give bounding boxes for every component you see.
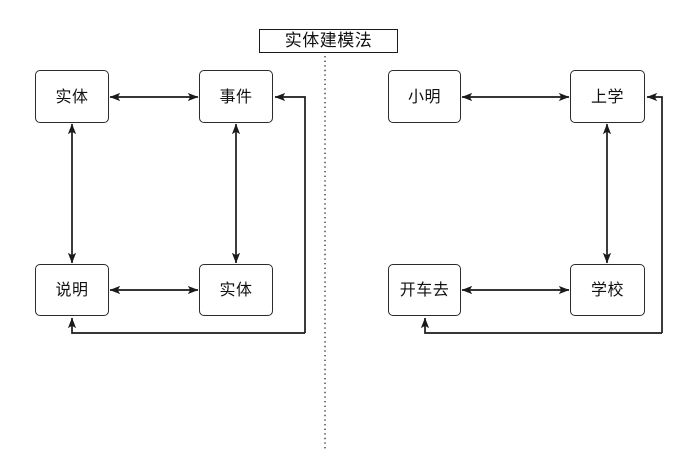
- node-right-bottom-left[interactable]: 开车去: [388, 264, 461, 316]
- diagram-title: 实体建模法: [259, 29, 398, 53]
- node-right-top-left[interactable]: 小明: [388, 70, 461, 123]
- node-right-bottom-right[interactable]: 学校: [570, 264, 645, 316]
- edge-right-return-loop: [420, 317, 662, 334]
- node-left-bottom-left[interactable]: 说明: [35, 264, 109, 316]
- edge-right-feedback-loop: [646, 92, 663, 333]
- node-left-top-right[interactable]: 事件: [199, 70, 273, 123]
- node-left-bottom-right[interactable]: 实体: [199, 264, 273, 316]
- node-right-top-right[interactable]: 上学: [570, 70, 645, 123]
- edge-left-return-loop: [67, 317, 305, 334]
- node-left-top-left[interactable]: 实体: [35, 70, 109, 123]
- edge-left-feedback-loop: [274, 92, 306, 333]
